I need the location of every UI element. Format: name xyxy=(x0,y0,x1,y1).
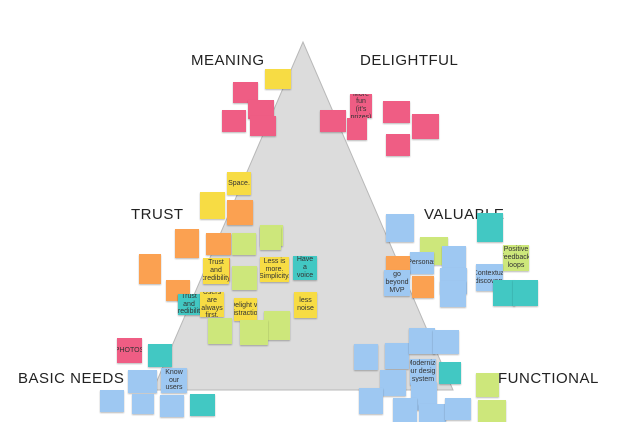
sticky-note[interactable] xyxy=(233,82,258,103)
label-basic-needs: BASIC NEEDS xyxy=(18,370,125,387)
sticky-note[interactable]: Have a voice xyxy=(293,256,317,280)
sticky-note[interactable]: PHOTOS xyxy=(117,338,142,363)
label-meaning: MEANING xyxy=(191,52,265,69)
sticky-note[interactable] xyxy=(409,328,435,354)
sticky-note[interactable] xyxy=(248,100,274,119)
sticky-note[interactable] xyxy=(412,276,434,298)
sticky-note[interactable] xyxy=(232,233,256,255)
label-trust: TRUST xyxy=(131,206,184,223)
sticky-note[interactable]: Personas xyxy=(410,252,434,274)
sticky-note[interactable] xyxy=(386,214,414,242)
sticky-note[interactable] xyxy=(190,394,215,416)
sticky-note[interactable]: Modernize our design system xyxy=(410,359,436,385)
sticky-note[interactable] xyxy=(433,330,459,354)
sticky-note[interactable] xyxy=(445,398,471,420)
sticky-note[interactable] xyxy=(100,390,124,412)
sticky-note[interactable] xyxy=(439,362,461,384)
sticky-note[interactable] xyxy=(354,344,378,370)
sticky-note[interactable]: less noise xyxy=(294,292,317,318)
label-functional: FUNCTIONAL xyxy=(498,370,599,387)
sticky-note[interactable] xyxy=(264,311,290,340)
sticky-note[interactable] xyxy=(380,370,406,396)
sticky-note[interactable]: Know our users xyxy=(161,368,187,393)
sticky-note[interactable]: Trust and credibility xyxy=(203,258,229,284)
sticky-note[interactable]: Trust and credibility xyxy=(178,294,200,315)
sticky-note[interactable] xyxy=(320,110,346,132)
sticky-note[interactable] xyxy=(478,400,506,422)
sticky-note[interactable] xyxy=(222,110,246,132)
sticky-note[interactable]: Space. xyxy=(227,172,251,195)
sticky-note[interactable] xyxy=(260,227,281,250)
label-delightful: DELIGHTFUL xyxy=(360,52,459,69)
sticky-note[interactable] xyxy=(393,398,417,422)
sticky-note[interactable] xyxy=(200,192,225,219)
sticky-note[interactable]: Contextual discovery xyxy=(476,264,503,291)
sticky-note[interactable] xyxy=(227,200,253,225)
sticky-note[interactable] xyxy=(265,69,291,89)
sticky-note[interactable]: Delight vs distraction xyxy=(234,298,257,321)
sticky-note[interactable] xyxy=(128,370,157,393)
sticky-note[interactable]: Less is more. Simplicity. xyxy=(260,257,289,282)
sticky-note[interactable] xyxy=(347,118,367,140)
sticky-note[interactable] xyxy=(383,101,410,123)
sticky-note[interactable] xyxy=(440,281,466,307)
sticky-note[interactable] xyxy=(359,388,383,414)
sticky-note[interactable]: More fun (it's prizes) xyxy=(350,94,372,118)
sticky-note[interactable] xyxy=(240,320,268,345)
sticky-note[interactable] xyxy=(175,229,199,258)
sticky-note[interactable]: Users are always first. xyxy=(200,292,224,317)
sticky-note[interactable] xyxy=(132,394,154,414)
sticky-note[interactable] xyxy=(513,280,538,306)
sticky-note[interactable] xyxy=(385,343,409,369)
sticky-note[interactable] xyxy=(493,280,515,306)
sticky-note[interactable] xyxy=(386,134,410,156)
sticky-note[interactable]: Positive feedback loops xyxy=(503,245,529,271)
sticky-note[interactable] xyxy=(208,318,232,344)
sticky-note[interactable] xyxy=(477,213,503,242)
sticky-note[interactable] xyxy=(476,373,499,397)
sticky-note[interactable] xyxy=(419,404,446,422)
sticky-note[interactable] xyxy=(250,116,276,136)
sticky-note[interactable] xyxy=(232,266,257,290)
sticky-note[interactable] xyxy=(206,233,231,255)
sticky-note[interactable] xyxy=(148,344,172,367)
sticky-note[interactable] xyxy=(412,114,439,139)
sticky-note[interactable] xyxy=(442,246,466,272)
sticky-note[interactable] xyxy=(160,395,184,417)
sticky-note[interactable] xyxy=(139,254,161,284)
sticky-note[interactable]: go beyond MVP xyxy=(384,270,410,296)
